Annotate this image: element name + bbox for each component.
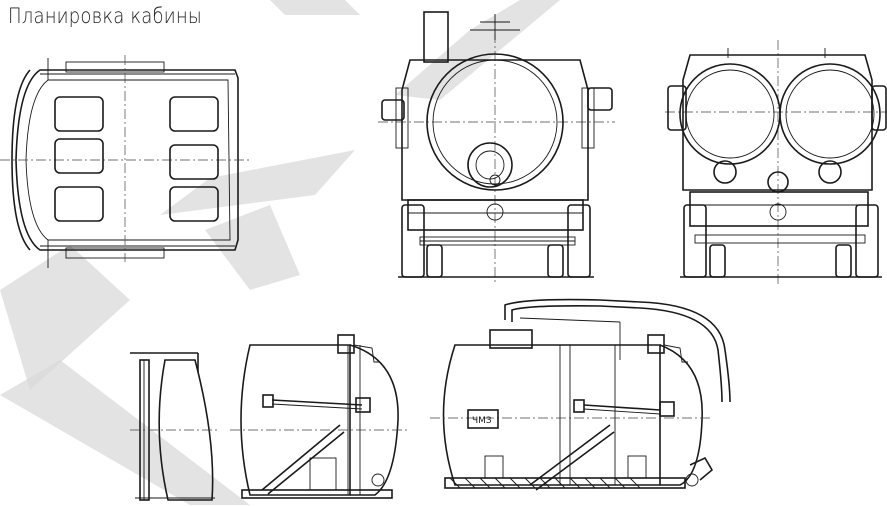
- plate-label: ЧМЗ: [472, 416, 492, 426]
- page-title: Планировка кабины: [8, 4, 202, 28]
- rear-view-single-tank: [378, 11, 615, 285]
- watermark: [0, 0, 560, 505]
- rear-view-twin-tank: [665, 40, 887, 285]
- cab-plan-view: [0, 55, 250, 268]
- side-view-long-tank: ЧМЗ: [430, 298, 731, 491]
- side-view-short-tank: [230, 334, 410, 499]
- end-view-small: [130, 352, 220, 501]
